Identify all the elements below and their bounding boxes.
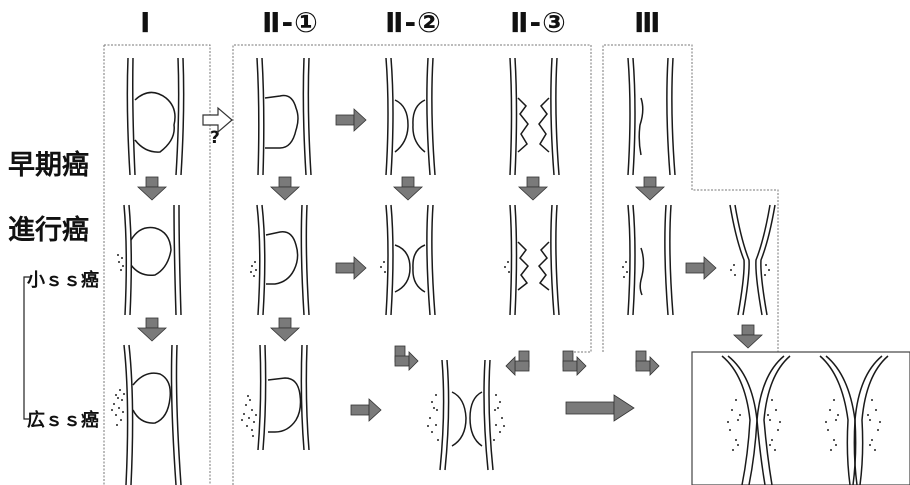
- vessel-III-narrowed: [730, 205, 775, 315]
- arrow-down-II3-1: [519, 177, 547, 200]
- elbow-arrow-II1-to-II2: [395, 346, 418, 370]
- vessel-II1-wide-ss: [258, 345, 309, 450]
- vessel-final-left: [722, 356, 790, 485]
- arrow-down-I-1: [138, 177, 166, 200]
- stipple-II1-wide: [241, 395, 257, 437]
- arrow-right-II1-II2-wide: [351, 399, 381, 421]
- vessel-II1-small-ss: [257, 205, 309, 315]
- stipple-III-narrowed: [730, 264, 770, 276]
- arrow-down-II2-1: [394, 177, 422, 200]
- vessel-II2-small-ss: [386, 205, 435, 315]
- stipple-II3-small: [504, 261, 510, 273]
- group-box-I: [104, 45, 210, 485]
- stipple-III-small: [622, 261, 628, 278]
- vessel-II3-small-ss: [510, 205, 559, 315]
- vessel-II2-early: [386, 58, 435, 175]
- vessel-III-early: [628, 58, 675, 175]
- vessel-I-small-ss: [124, 205, 181, 315]
- elbow-arrow-II3-to-II2: [506, 351, 529, 375]
- vessel-I-wide-ss: [124, 345, 181, 485]
- arrow-down-I-2: [138, 318, 166, 341]
- stipple-II2-small: [380, 261, 386, 273]
- stipple-final-left: [727, 399, 781, 451]
- vessel-II1-early: [257, 58, 311, 175]
- arrow-down-III-2: [734, 325, 762, 348]
- vessel-II2-wide-ss: [440, 360, 493, 470]
- vessel-II3-early: [510, 58, 559, 175]
- arrow-right-II1-II2-early: [336, 109, 366, 131]
- arrow-down-II1-1: [271, 177, 299, 200]
- arrow-right-to-final: [566, 395, 634, 421]
- ss-bracket: [24, 277, 30, 419]
- elbow-arrow-III-to-final: [636, 351, 659, 375]
- vessel-final-right: [820, 356, 888, 485]
- group-box-II: [233, 45, 591, 485]
- arrow-right-II1-II2-small: [336, 257, 366, 279]
- vessel-III-small-ss: [628, 205, 673, 315]
- arrow-down-III-1: [636, 177, 664, 200]
- group-box-final: [692, 352, 910, 485]
- stipple-II1-small: [250, 261, 257, 277]
- arrow-right-III-small: [686, 257, 716, 279]
- hollow-arrow-I-to-II: [203, 108, 232, 132]
- stipple-I-small: [117, 254, 124, 271]
- elbow-arrow-II3-to-final: [563, 351, 586, 375]
- vessel-I-early: [127, 58, 183, 175]
- stipple-I-wide: [111, 389, 125, 426]
- arrow-down-II1-2: [271, 318, 299, 341]
